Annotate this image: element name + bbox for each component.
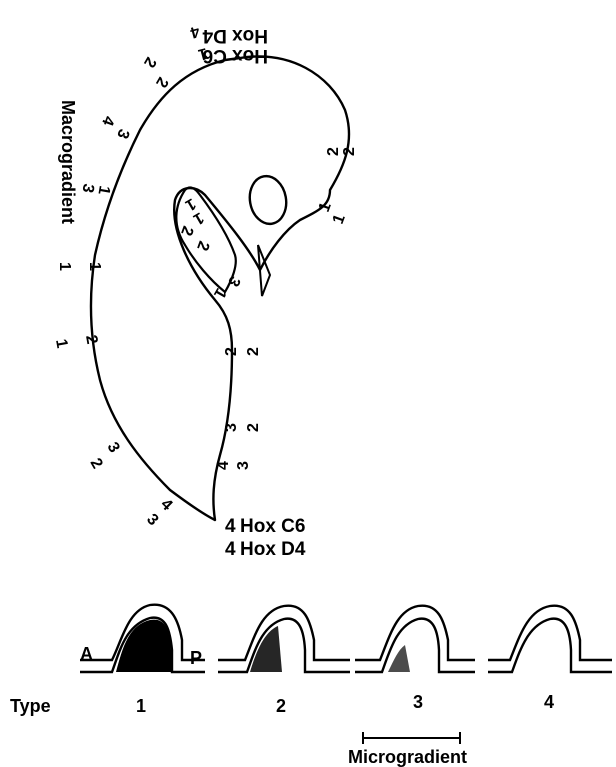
limb-bud-type-3 <box>355 606 475 672</box>
svg-text:1: 1 <box>330 212 349 226</box>
svg-text:2: 2 <box>325 147 342 156</box>
hox-top-d4: Hox D4 <box>202 25 268 46</box>
svg-text:2: 2 <box>341 147 358 156</box>
anterior-label: A <box>80 644 93 664</box>
type-label: Type <box>10 696 51 716</box>
annotations-left-center: 1 1 <box>56 262 103 271</box>
svg-text:3: 3 <box>143 511 161 529</box>
annotations-left-mid: 1 3 <box>78 182 112 196</box>
microgradient-label: Microgradient <box>348 747 467 767</box>
svg-text:2: 2 <box>82 334 100 346</box>
eye-oval <box>246 173 290 227</box>
svg-text:4: 4 <box>157 496 175 514</box>
svg-text:2: 2 <box>87 456 106 472</box>
annotations-belly-a: 2 2 <box>223 347 262 356</box>
svg-text:3: 3 <box>235 461 252 470</box>
type-2-number: 2 <box>276 696 286 716</box>
limb-bud-type-4 <box>488 606 612 672</box>
svg-text:3: 3 <box>104 440 123 456</box>
svg-text:2: 2 <box>245 423 262 432</box>
hox-bottom-d4-label: Hox D4 <box>240 539 306 560</box>
snout-spike <box>258 245 270 296</box>
svg-text:3: 3 <box>78 182 96 194</box>
annotations-belly-c: 4 3 <box>215 461 252 470</box>
svg-text:2: 2 <box>193 239 212 253</box>
annotations-bottom-left: 3 2 <box>87 440 123 472</box>
hox-bottom-c6-value: 4 <box>225 516 236 537</box>
svg-text:3: 3 <box>223 423 240 432</box>
annotations-snout-b: 1 1 <box>316 200 349 226</box>
type-4-number: 4 <box>544 692 554 712</box>
svg-text:1: 1 <box>86 262 103 271</box>
microgradient-scale-bar <box>363 732 460 744</box>
svg-text:1: 1 <box>52 338 70 350</box>
limb-bud-type-1 <box>80 605 205 672</box>
annotations-bottom: 4 3 <box>143 496 175 529</box>
macrogradient-label: Macrogradient <box>58 100 78 224</box>
svg-text:2: 2 <box>223 347 240 356</box>
svg-text:1: 1 <box>56 262 73 271</box>
type-1-number: 1 <box>136 696 146 716</box>
hox-top-d4-value: 4 <box>188 22 201 41</box>
svg-text:2: 2 <box>245 347 262 356</box>
svg-text:3: 3 <box>113 127 132 141</box>
svg-text:2: 2 <box>152 74 171 90</box>
svg-text:4: 4 <box>98 114 117 128</box>
hox-top-label: Hox D4 Hox C6 <box>202 25 268 66</box>
posterior-label: P <box>190 648 202 668</box>
annotations-snout-a: 2 2 <box>325 147 358 156</box>
hox-top-c6: Hox C6 <box>203 45 268 66</box>
svg-text:2: 2 <box>140 54 159 70</box>
hox-bottom-d4-value: 4 <box>225 539 236 560</box>
limb-bud-type-2 <box>218 606 350 672</box>
type-3-number: 3 <box>413 692 423 712</box>
annotations-belly-b: 3 2 <box>223 423 262 432</box>
svg-text:4: 4 <box>215 461 232 470</box>
hox-bottom-c6-label: Hox C6 <box>240 516 305 537</box>
annotations-upper-left: 3 4 <box>98 114 132 141</box>
annotations-head-top: 2 2 <box>140 54 171 90</box>
